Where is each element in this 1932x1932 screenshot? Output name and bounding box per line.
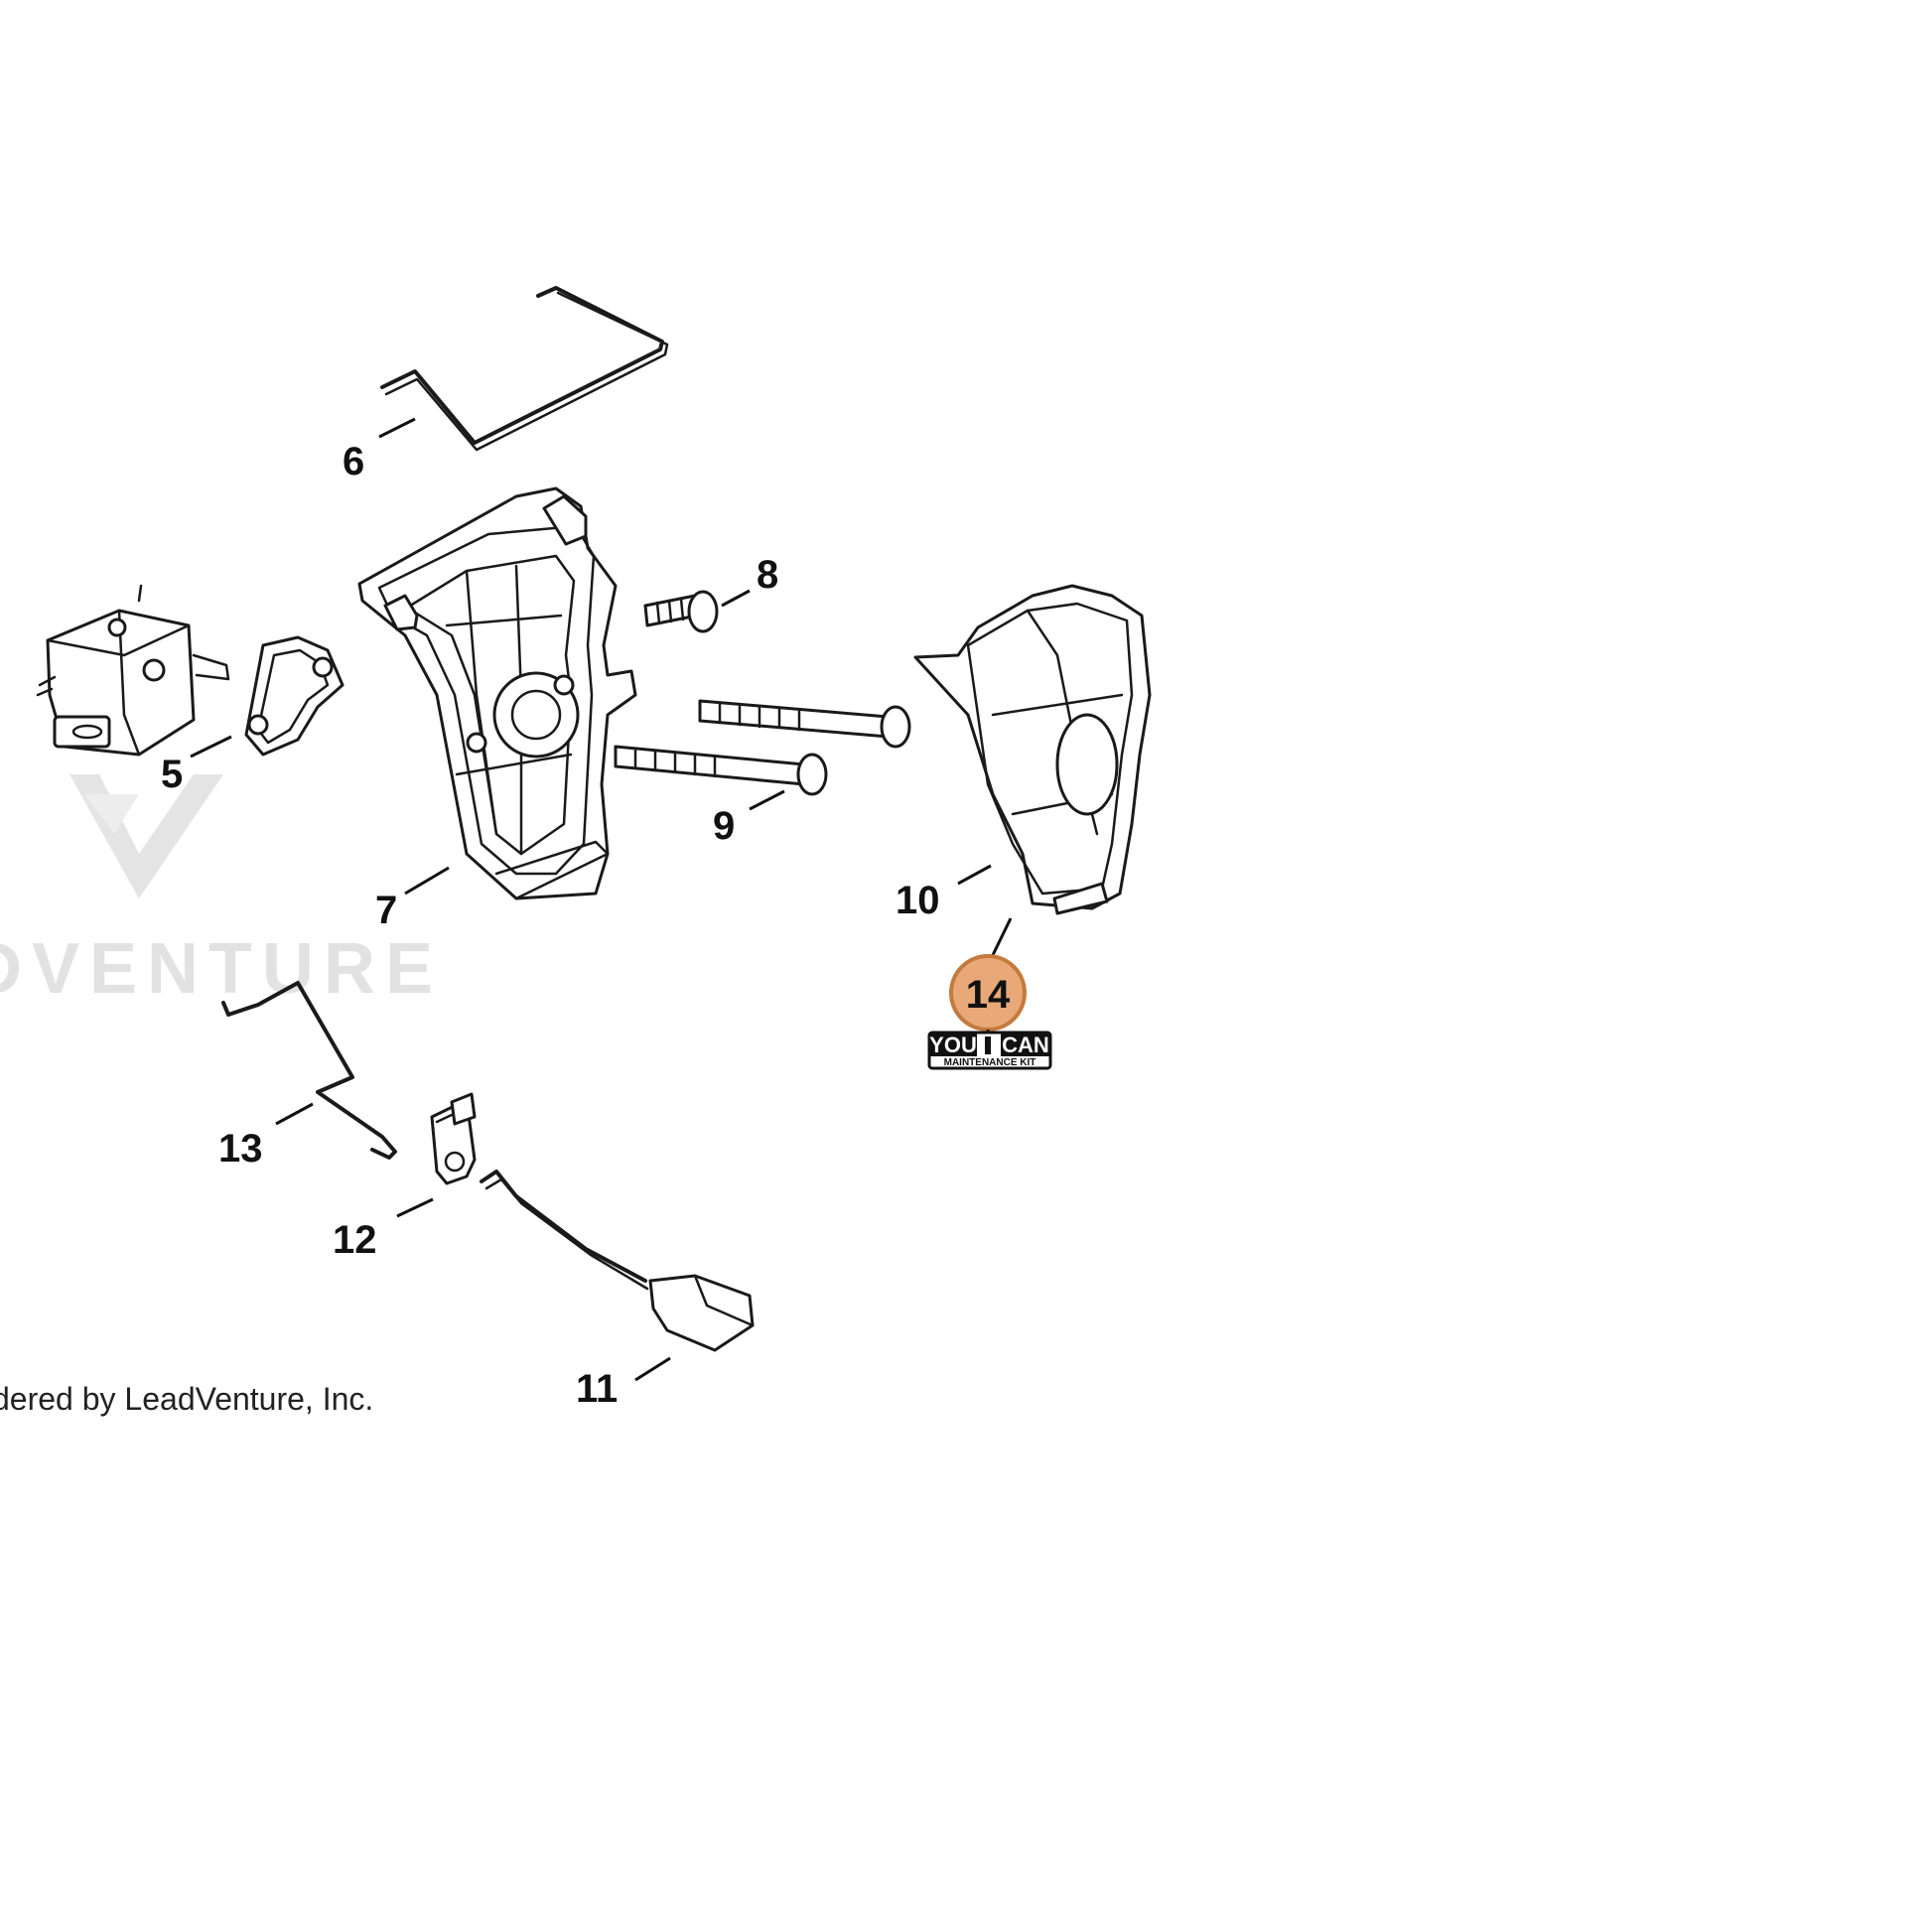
callout-14-highlight[interactable]: 14 YOU CAN MAINTENANCE KIT	[927, 954, 1052, 1070]
part-7-filter-base[interactable]	[357, 486, 637, 900]
part-6-wire-bracket[interactable]	[380, 286, 669, 452]
callout-10[interactable]: 10	[896, 879, 940, 922]
badge-subtitle: MAINTENANCE KIT	[944, 1057, 1036, 1068]
callout-5[interactable]: 5	[161, 753, 183, 796]
part-13-wire-link[interactable]	[221, 981, 397, 1160]
badge-can: CAN	[1002, 1033, 1049, 1057]
footer-credit: dered by LeadVenture, Inc.	[0, 1381, 373, 1417]
watermark-logo: DVENTURE	[0, 774, 443, 1009]
callout-9[interactable]: 9	[713, 804, 735, 848]
part-11-switch-shaft[interactable]	[480, 1170, 755, 1352]
part-9-long-screws[interactable]	[614, 699, 911, 796]
part-12-clip[interactable]	[430, 1092, 477, 1185]
maintenance-kit-badge: YOU CAN MAINTENANCE KIT	[927, 1031, 1052, 1070]
part-8-short-screw[interactable]	[643, 590, 719, 633]
callout-14[interactable]: 14	[966, 973, 1011, 1017]
part-5-gasket[interactable]	[244, 635, 345, 757]
part-10-filter-cover[interactable]	[913, 584, 1152, 915]
watermark-text: DVENTURE	[0, 929, 443, 1009]
leader-lines	[190, 417, 1013, 1382]
callout-6[interactable]: 6	[343, 440, 364, 483]
callout-7[interactable]: 7	[375, 889, 397, 932]
callout-11[interactable]: 11	[576, 1367, 618, 1411]
part-carburetor[interactable]	[36, 584, 230, 757]
callout-13[interactable]: 13	[218, 1127, 263, 1171]
callout-12[interactable]: 12	[333, 1218, 377, 1262]
callout-8[interactable]: 8	[757, 553, 778, 597]
wrench-icon	[985, 1036, 991, 1054]
badge-you: YOU	[929, 1033, 977, 1057]
